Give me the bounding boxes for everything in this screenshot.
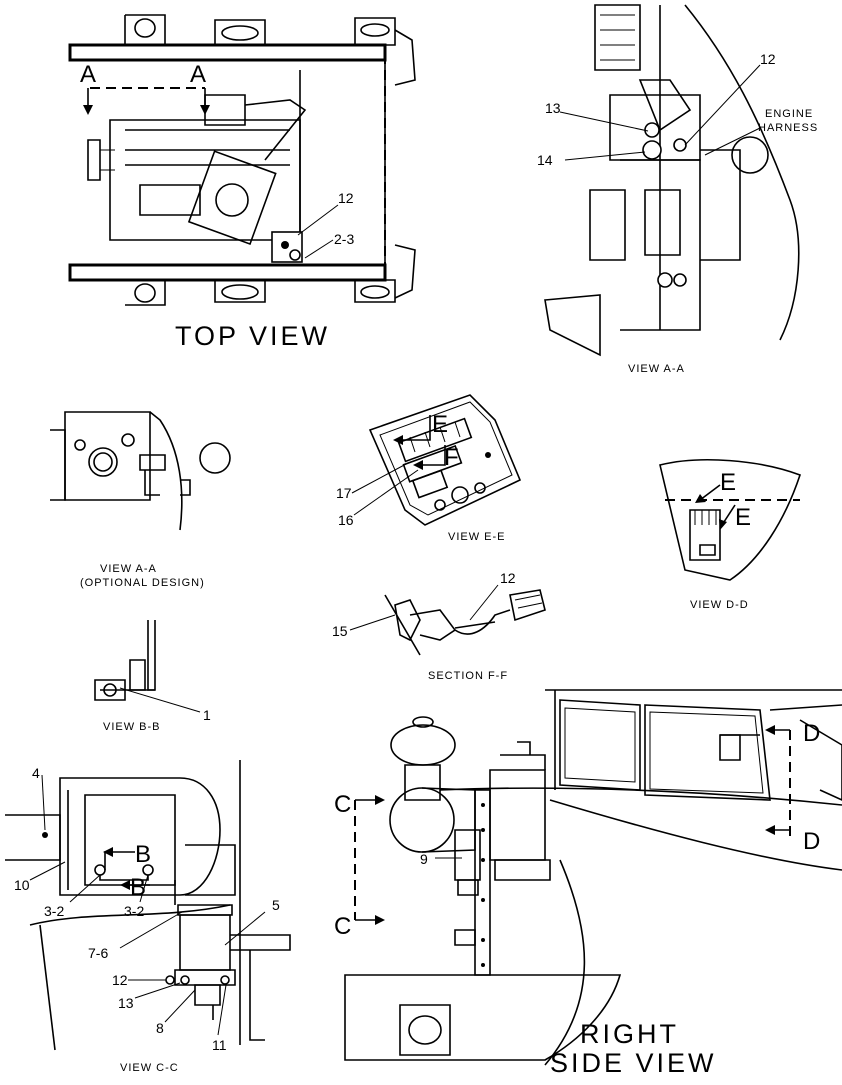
section-e-label-dd-1: E xyxy=(720,469,736,496)
view-d-d-title: VIEW D-D xyxy=(690,599,749,611)
view-a-a-optional-subtitle: (OPTIONAL DESIGN) xyxy=(80,577,205,589)
right-side-view-title-2: SIDE VIEW xyxy=(550,1048,717,1078)
view-b-b: 1 VIEW B-B xyxy=(94,620,211,733)
section-f-label-ee: F xyxy=(444,444,459,471)
engine-harness-label-1: ENGINE xyxy=(765,108,813,120)
view-e-e: E F 17 16 VIEW E-E xyxy=(336,394,522,543)
top-view-title: TOP VIEW xyxy=(175,321,330,351)
section-e-label-dd-2: E xyxy=(735,504,751,531)
callout-15-ff: 15 xyxy=(332,623,348,639)
section-f-f-title: SECTION F-F xyxy=(428,670,508,682)
section-f-f: 15 12 SECTION F-F xyxy=(332,570,546,682)
view-a-a-title: VIEW A-A xyxy=(628,363,685,375)
view-e-e-title: VIEW E-E xyxy=(448,531,506,543)
section-c-label-1: C xyxy=(334,791,351,818)
callout-14-aa: 14 xyxy=(537,152,553,168)
section-e-label-ee: E xyxy=(432,411,448,438)
callout-4-cc: 4 xyxy=(32,765,40,781)
top-view: A A 12 2-3 TOP VIEW xyxy=(68,14,416,351)
view-a-a: 13 14 12 ENGINE HARNESS VIEW A-A xyxy=(537,4,818,375)
callout-5-cc: 5 xyxy=(272,897,280,913)
section-b-label-2: B xyxy=(130,874,146,901)
callout-11-cc: 11 xyxy=(212,1037,227,1053)
callout-17-ee: 17 xyxy=(336,485,352,501)
callout-9-rs: 9 xyxy=(420,851,428,867)
callout-12-top: 12 xyxy=(338,190,354,206)
callout-7-6-cc: 7-6 xyxy=(88,945,108,961)
callout-10-cc: 10 xyxy=(14,877,30,893)
callout-2-3-top: 2-3 xyxy=(334,231,354,247)
section-a-left-label: A xyxy=(80,61,96,88)
callout-3-2-cc-b: 3-2 xyxy=(124,903,144,919)
view-a-a-optional-title: VIEW A-A xyxy=(100,563,157,575)
section-d-label-2: D xyxy=(803,828,820,855)
callout-1-bb: 1 xyxy=(203,707,211,723)
callout-3-2-cc-a: 3-2 xyxy=(44,903,64,919)
section-b-label-1: B xyxy=(135,841,151,868)
view-a-a-optional: VIEW A-A (OPTIONAL DESIGN) xyxy=(50,411,231,589)
right-side-view: C C D D 9 RIGHT SIDE VIEW xyxy=(334,689,842,1078)
view-c-c-title: VIEW C-C xyxy=(120,1062,179,1074)
view-b-b-title: VIEW B-B xyxy=(103,721,161,733)
view-d-d: E E VIEW D-D xyxy=(659,459,802,611)
callout-16-ee: 16 xyxy=(338,512,354,528)
section-a-right-label: A xyxy=(190,61,206,88)
view-c-c: B B 4 10 3-2 3-2 5 7-6 12 13 8 11 VIEW C… xyxy=(5,760,291,1074)
callout-12-aa: 12 xyxy=(760,51,776,67)
section-d-label-1: D xyxy=(803,720,820,747)
callout-13-cc: 13 xyxy=(118,995,134,1011)
callout-12-cc: 12 xyxy=(112,972,128,988)
callout-12-ff: 12 xyxy=(500,570,516,586)
right-side-view-title-1: RIGHT xyxy=(580,1019,679,1049)
section-c-label-2: C xyxy=(334,913,351,940)
callout-8-cc: 8 xyxy=(156,1020,164,1036)
callout-13-aa: 13 xyxy=(545,100,561,116)
engine-harness-label-2: HARNESS xyxy=(758,122,818,134)
